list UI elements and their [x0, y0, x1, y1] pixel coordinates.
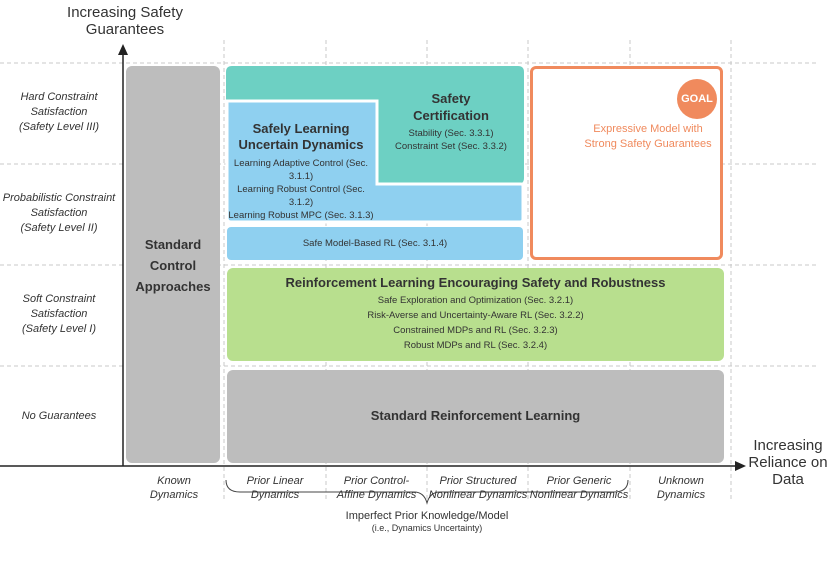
rl-safety-items: Safe Exploration and Optimization (Sec. … — [367, 295, 584, 351]
rl-safety-title: Reinforcement Learning Encouraging Safet… — [285, 275, 666, 290]
standard-control-box: Standard Control Approaches — [126, 66, 220, 463]
y-level-none: No Guarantees — [21, 410, 97, 422]
goal-badge: GOAL — [677, 79, 717, 119]
safely-learning-shape — [225, 99, 525, 224]
x-cat-control-affine: Prior Control-Affine Dynamics — [336, 475, 417, 501]
standard-control-label: Standard Control Approaches — [135, 237, 211, 294]
y-level-soft: Soft Constraint Satisfaction (Safety Lev… — [22, 293, 96, 335]
brace — [225, 479, 629, 505]
safety-certification-text: Safety Certification Stability (Sec. 3.3… — [395, 91, 507, 152]
brace-label: Imperfect Prior Knowledge/Model (i.e., D… — [345, 510, 509, 533]
rl-safety-box: Reinforcement Learning Encouraging Safet… — [227, 268, 724, 361]
y-level-probabilistic: Probabilistic Constraint Satisfaction (S… — [2, 192, 116, 234]
safely-learning-text: Safely Learning Uncertain Dynamics Learn… — [228, 121, 374, 221]
goal-box: GOAL Expressive Model with Strong Safety… — [530, 66, 723, 260]
safe-mbrl-box: Safe Model-Based RL (Sec. 3.1.4) — [227, 227, 523, 260]
standard-rl-box: Standard Reinforcement Learning — [227, 370, 724, 463]
safe-mbrl-label: Safe Model-Based RL (Sec. 3.1.4) — [302, 238, 448, 249]
x-axis-arrow — [735, 461, 746, 471]
y-axis-title: Increasing Safety Guarantees — [67, 4, 183, 38]
y-level-hard: Hard Constraint Satisfaction (Safety Lev… — [18, 91, 100, 133]
goal-text: Expressive Model with Strong Safety Guar… — [584, 123, 712, 150]
y-axis-arrow — [118, 44, 128, 55]
standard-rl-label: Standard Reinforcement Learning — [370, 408, 581, 423]
safety-certification-shape — [226, 66, 524, 184]
x-axis-title: Increasing Reliance on Data — [748, 437, 828, 488]
